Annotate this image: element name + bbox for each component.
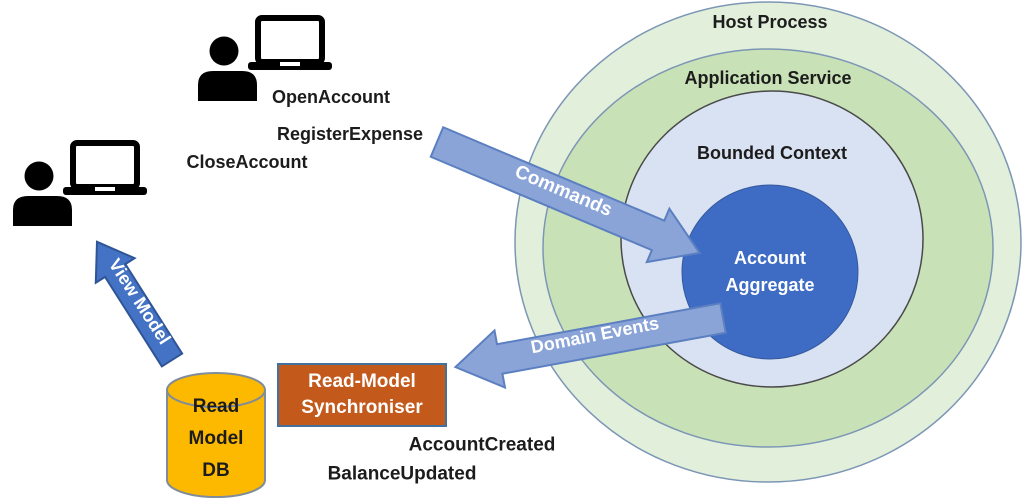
account-aggregate-label: Account Aggregate	[725, 245, 814, 299]
account-aggregate-line2: Aggregate	[725, 275, 815, 295]
bounded-context-label: Bounded Context	[697, 143, 847, 164]
register-expense-label: RegisterExpense	[276, 124, 424, 145]
view-model-arrow	[94, 240, 184, 368]
database-cylinder-body	[166, 389, 266, 498]
commands-arrow	[429, 125, 702, 264]
user-laptop-icon	[13, 143, 147, 226]
balance-updated-label: BalanceUpdated	[327, 463, 477, 485]
database-line1: Read	[192, 396, 240, 417]
read-model-synchroniser-box: Read-Model Synchroniser	[277, 363, 447, 427]
domain-events-arrow	[453, 302, 727, 390]
account-created-label: AccountCreated	[408, 434, 556, 456]
synchroniser-line2: Synchroniser	[301, 397, 423, 418]
close-account-label: CloseAccount	[186, 152, 308, 173]
database-line3: DB	[202, 460, 230, 481]
open-account-label: OpenAccount	[271, 87, 391, 108]
database-cylinder-top	[166, 372, 266, 408]
host-process-label: Host Process	[712, 12, 828, 33]
application-service-label: Application Service	[684, 68, 852, 89]
synchroniser-line1: Read-Model	[308, 371, 416, 392]
database-line2: Model	[188, 428, 244, 449]
account-aggregate-line1: Account	[733, 248, 806, 268]
account-aggregate-circle	[681, 184, 859, 360]
database-label: Read Model DB	[189, 391, 244, 487]
